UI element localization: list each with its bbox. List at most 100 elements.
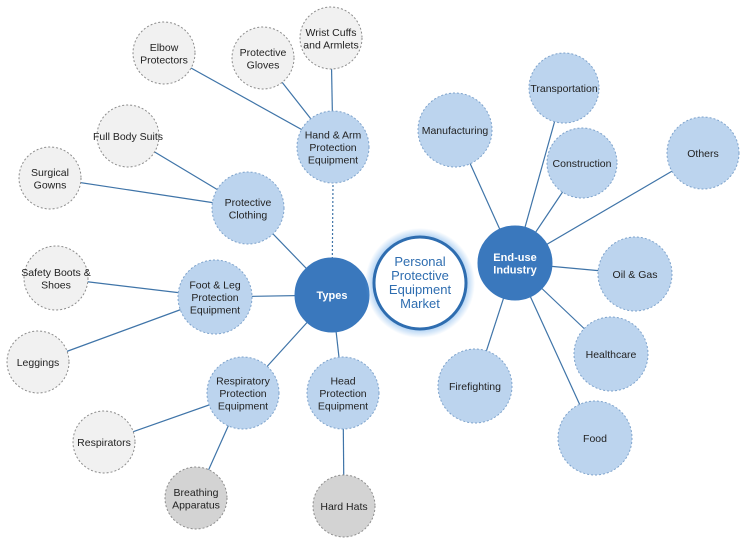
center-ring [372, 235, 468, 331]
industry-manufacturing-label: Manufacturing [422, 125, 489, 137]
leaf-gowns-circle [18, 146, 82, 210]
type-hand-arm-label: Hand & Arm [305, 130, 362, 142]
type-hand-arm-label: Equipment [308, 155, 358, 167]
industry-firefighting-label: Firefighting [449, 381, 501, 393]
leaf-elbow-circle [132, 21, 196, 85]
type-respiratory-label: Equipment [218, 401, 268, 413]
leaf-breathing-label: Apparatus [172, 499, 220, 511]
leaf-respirators[interactable]: Respirators [72, 410, 136, 474]
center-label: Personal [394, 254, 445, 269]
leaf-elbow-label: Elbow [150, 42, 179, 54]
type-hand-arm-label: Protection [309, 142, 356, 154]
industry-transportation[interactable]: Transportation [528, 52, 600, 124]
leaf-bodysuits[interactable]: Full Body Suits [93, 104, 163, 168]
industry-transportation-label: Transportation [530, 83, 597, 95]
leaf-breathing-circle [164, 466, 228, 530]
type-foot-leg-label: Protection [191, 292, 238, 304]
industry-others[interactable]: Others [666, 116, 740, 190]
leaf-boots[interactable]: Safety Boots &Shoes [21, 245, 91, 311]
industry-others-label: Others [687, 148, 719, 160]
leaf-boots-label: Shoes [41, 279, 71, 291]
industry-manufacturing[interactable]: Manufacturing [417, 92, 493, 168]
type-head-label: Equipment [318, 401, 368, 413]
industry-healthcare-circle [573, 316, 649, 392]
industry-food[interactable]: Food [557, 400, 633, 476]
industry-manufacturing-circle [417, 92, 493, 168]
leaf-gloves-label: Protective [240, 47, 287, 59]
industry-firefighting[interactable]: Firefighting [437, 348, 513, 424]
type-foot-leg-circle [177, 259, 253, 335]
leaf-gowns-label: Gowns [34, 179, 67, 191]
type-hand-arm-circle [296, 110, 370, 184]
hub-types[interactable]: Types [294, 257, 370, 333]
leaf-gloves-circle [231, 26, 295, 90]
industry-healthcare-label: Healthcare [586, 349, 637, 361]
center-label: Protective [391, 268, 449, 283]
leaf-wrist-label: Wrist Cuffs [306, 27, 357, 39]
industry-healthcare[interactable]: Healthcare [573, 316, 649, 392]
hub-end-use-industry-label: Industry [493, 264, 537, 276]
hub-end-use-industry-circle [477, 225, 553, 301]
industry-oilgas-label: Oil & Gas [613, 269, 658, 281]
leaf-hardhats-label: Hard Hats [320, 501, 367, 513]
hub-end-use-industry-label: End-use [493, 252, 536, 264]
type-head-circle [306, 356, 380, 430]
hub-types-label: Types [317, 290, 348, 302]
industry-oilgas[interactable]: Oil & Gas [597, 236, 673, 312]
center-label: Equipment [389, 282, 452, 297]
industry-food-circle [557, 400, 633, 476]
industry-others-circle [666, 116, 740, 190]
leaf-leggings[interactable]: Leggings [6, 330, 70, 394]
type-foot-leg-label: Equipment [190, 305, 240, 317]
type-foot-leg-label: Foot & Leg [189, 280, 241, 292]
industry-construction-label: Construction [553, 158, 612, 170]
type-respiratory-circle [206, 356, 280, 430]
leaf-boots-circle [23, 245, 89, 311]
industry-oilgas-circle [597, 236, 673, 312]
leaf-bodysuits-circle [96, 104, 160, 168]
type-clothing-label: Clothing [229, 209, 268, 221]
industry-transportation-circle [528, 52, 600, 124]
leaf-wrist-circle [299, 6, 363, 70]
leaf-boots-label: Safety Boots & [21, 267, 90, 279]
leaf-leggings-circle [6, 330, 70, 394]
type-respiratory-label: Protection [219, 388, 266, 400]
center-label: Market [400, 296, 440, 311]
industry-food-label: Food [583, 433, 607, 445]
leaf-leggings-label: Leggings [17, 357, 60, 369]
industry-construction[interactable]: Construction [546, 127, 618, 199]
leaf-respirators-label: Respirators [77, 437, 131, 449]
industry-construction-circle [546, 127, 618, 199]
leaf-hardhats-circle [312, 474, 376, 538]
leaf-elbow-label: Protectors [140, 54, 188, 66]
type-respiratory-label: Respiratory [216, 376, 270, 388]
type-clothing-label: Protective [225, 197, 272, 209]
line-types-hand-arm [331, 182, 334, 296]
type-head-label: Protection [319, 388, 366, 400]
leaf-wrist-label: and Armlets [303, 39, 358, 51]
leaf-hardhats[interactable]: Hard Hats [312, 474, 376, 538]
leaf-gowns-label: Surgical [31, 167, 69, 179]
leaf-breathing-label: Breathing [174, 487, 219, 499]
industry-firefighting-circle [437, 348, 513, 424]
type-clothing-circle [211, 171, 285, 245]
leaf-gloves-label: Gloves [247, 59, 280, 71]
leaf-respirators-circle [72, 410, 136, 474]
leaf-bodysuits-label: Full Body Suits [93, 131, 163, 143]
type-head-label: Head [330, 376, 355, 388]
